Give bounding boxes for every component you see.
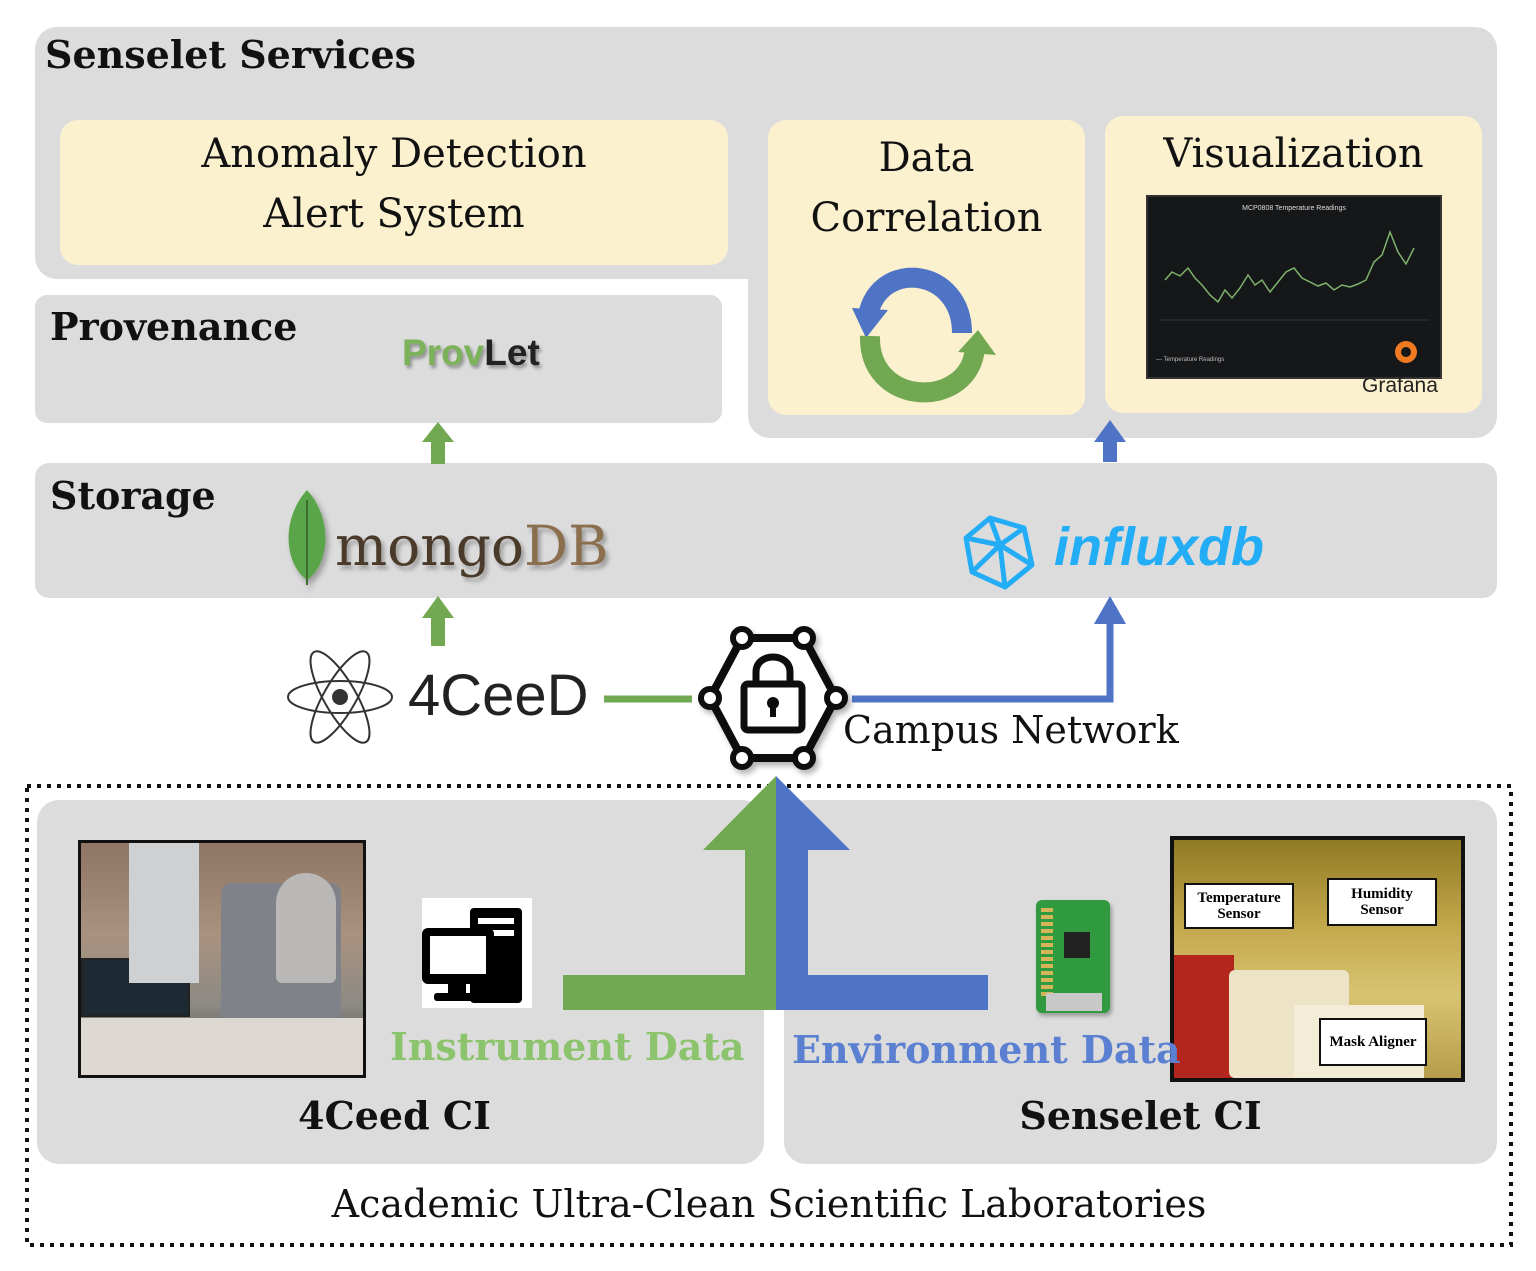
storage-title: Storage [50, 473, 216, 518]
anomaly-detection-label: Anomaly Detection Alert System [201, 131, 587, 237]
anomaly-detection-box [60, 120, 728, 265]
mask-aligner-label: Mask Aligner [1319, 1018, 1427, 1066]
mongodb-logo: mongoDB [335, 514, 609, 578]
arrow-4ceed-to-mongodb [422, 596, 454, 646]
data-correlation-label: Data Correlation [810, 135, 1043, 241]
raspberry-pi-icon [1036, 900, 1110, 1013]
data-correlation-box [768, 120, 1085, 415]
grafana-temperature-line [1160, 229, 1430, 363]
instrument-data-flow-arrow [563, 776, 776, 1010]
environment-data-label: Environment Data [792, 1027, 1181, 1072]
influxdb-logo: influxdb [1054, 517, 1264, 577]
humidity-sensor-label: Humidity Sensor [1327, 878, 1437, 926]
mongodb-leaf-icon [288, 490, 326, 585]
arrow-storage-to-visualization [1094, 420, 1126, 462]
correlation-cycle-icon [852, 267, 996, 403]
senselet-services-title: Senselet Services [45, 32, 417, 77]
grafana-chart: MCP0808 Temperature Readings — Temperatu… [1146, 195, 1442, 379]
temperature-sensor-label: Temperature Sensor [1184, 883, 1294, 929]
senselet-ci-label: Senselet CI [1019, 1093, 1262, 1138]
grafana-chart-title: MCP0808 Temperature Readings [1242, 205, 1346, 212]
grafana-legend: — Temperature Readings [1156, 357, 1225, 363]
arrow-head-influxdb [1094, 596, 1126, 624]
storage-panel [35, 463, 1497, 598]
atom-icon [287, 650, 393, 744]
lock-network-icon [698, 626, 848, 770]
link-network-to-influxdb [852, 622, 1114, 703]
instrument-lab-photo [78, 840, 366, 1078]
laboratories-footer: Academic Ultra-Clean Scientific Laborato… [331, 1182, 1207, 1226]
instrument-data-label: Instrument Data [390, 1024, 745, 1069]
grafana-label: Grafana [1362, 374, 1438, 397]
visualization-label: Visualization [1163, 131, 1424, 177]
campus-network-label: Campus Network [843, 708, 1179, 752]
influxdb-icon [963, 515, 1035, 590]
fourceed-logo: 4CeeD [408, 663, 589, 728]
provenance-panel [35, 295, 722, 423]
provlet-logo: ProvLet [402, 332, 540, 373]
environment-data-flow-arrow [776, 776, 988, 1010]
arrow-storage-to-provenance [422, 422, 454, 464]
fourceed-ci-label: 4Ceed CI [298, 1093, 491, 1138]
computer-icon-graphic [422, 908, 522, 1003]
provenance-title: Provenance [50, 304, 298, 349]
